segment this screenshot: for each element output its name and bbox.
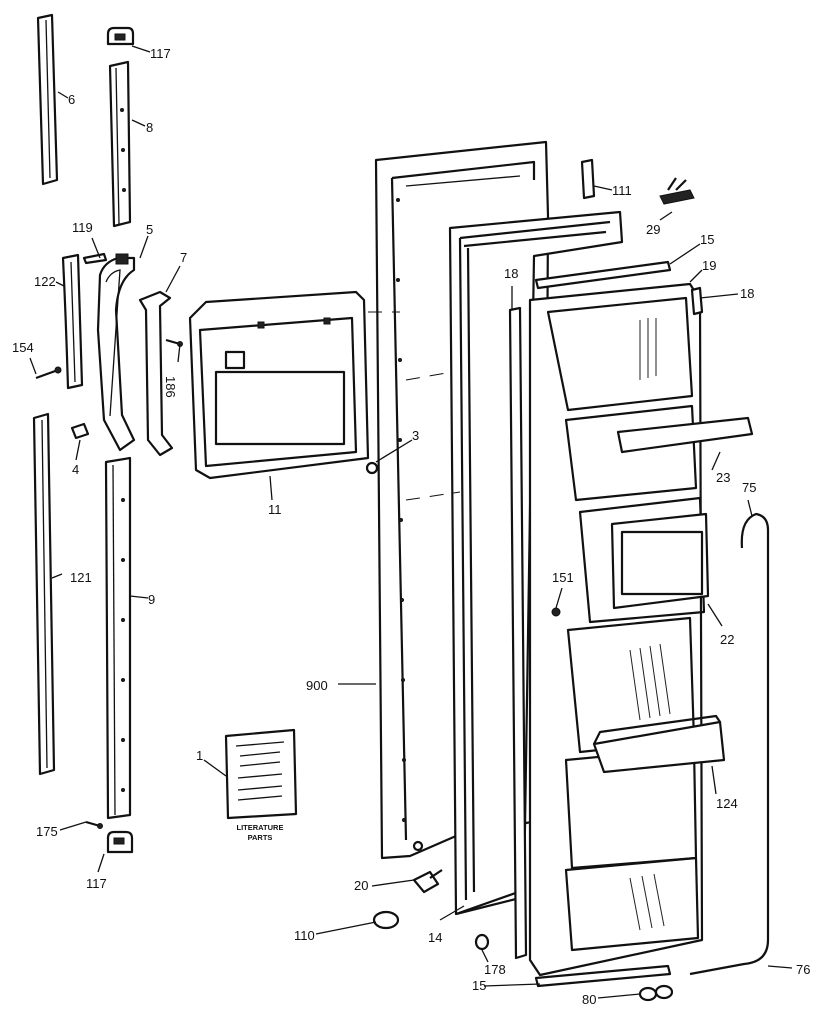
part-111-clip <box>580 158 596 200</box>
part-6-strip <box>36 13 59 186</box>
literature-label-line1: LITERATURE <box>237 823 284 832</box>
part-117-cap-bottom <box>106 830 134 854</box>
label-7: 7 <box>180 250 187 265</box>
label-186: 186 <box>163 376 178 398</box>
part-7-handle <box>138 290 174 457</box>
part-110-knob <box>372 910 400 930</box>
label-117-top: 117 <box>150 46 171 61</box>
label-20: 20 <box>354 878 368 893</box>
label-76: 76 <box>796 962 810 977</box>
part-75-76-wire <box>689 512 770 976</box>
part-18-rail-right <box>690 286 704 316</box>
part-18-rail-left <box>508 306 528 960</box>
part-121-strip <box>32 412 56 776</box>
label-80: 80 <box>582 992 596 1007</box>
label-178: 178 <box>484 962 506 977</box>
label-110: 110 <box>294 928 315 943</box>
literature-label-line2: PARTS <box>248 833 273 842</box>
label-75: 75 <box>742 480 756 495</box>
part-4-pad <box>70 422 90 440</box>
label-111: 111 <box>612 183 632 198</box>
part-20-valve <box>412 869 443 894</box>
part-117-cap-top <box>106 26 135 46</box>
part-22-dispenser-cover <box>610 512 710 610</box>
label-23: 23 <box>716 470 730 485</box>
part-178-bumper <box>474 933 490 951</box>
part-15-strip-top <box>534 260 672 290</box>
part-151-fitting <box>551 607 561 617</box>
part-124-shelf <box>592 714 726 774</box>
part-29-part <box>659 177 695 205</box>
label-8: 8 <box>146 120 153 135</box>
label-122: 122 <box>34 274 56 289</box>
label-124: 124 <box>716 796 738 811</box>
part-119-clip <box>82 252 108 265</box>
part-154-screw <box>35 366 62 380</box>
label-14: 14 <box>428 930 442 945</box>
part-23-shelf-bar <box>616 416 754 454</box>
label-9: 9 <box>148 592 155 607</box>
label-119: 119 <box>72 220 93 235</box>
part-9-channel <box>104 456 132 820</box>
part-80-hinge <box>638 984 674 1002</box>
part-1-literature-booklet <box>224 728 298 820</box>
part-15-strip-bottom <box>534 964 672 988</box>
part-14-gasket <box>448 210 624 916</box>
part-labels: 117 6 8 111 29 119 5 7 15 19 18 18 122 1… <box>12 46 810 1007</box>
label-900: 900 <box>306 678 328 693</box>
part-175-screw <box>85 820 103 829</box>
label-154: 154 <box>12 340 34 355</box>
label-117-bottom: 117 <box>86 876 107 891</box>
label-151: 151 <box>552 570 574 585</box>
label-175: 175 <box>36 824 58 839</box>
part-3-washer <box>365 461 379 475</box>
label-19: 19 <box>702 258 716 273</box>
label-15-bottom: 15 <box>472 978 486 993</box>
label-4: 4 <box>72 462 79 477</box>
label-29: 29 <box>646 222 660 237</box>
label-5: 5 <box>146 222 153 237</box>
part-8-channel <box>108 60 132 228</box>
label-18-left: 18 <box>504 266 518 281</box>
label-1: 1 <box>196 748 203 763</box>
label-18-right: 18 <box>740 286 754 301</box>
part-122-handle-cover <box>61 253 84 390</box>
part-19-inner-liner <box>528 282 706 977</box>
part-5-handle-body <box>96 253 136 452</box>
label-3: 3 <box>412 428 419 443</box>
label-22: 22 <box>720 632 734 647</box>
label-15-top: 15 <box>700 232 714 247</box>
label-6: 6 <box>68 92 75 107</box>
label-11: 11 <box>268 502 282 517</box>
label-121: 121 <box>70 570 92 585</box>
part-11-dispenser-panel <box>188 290 370 480</box>
leader-lines <box>29 45 793 999</box>
